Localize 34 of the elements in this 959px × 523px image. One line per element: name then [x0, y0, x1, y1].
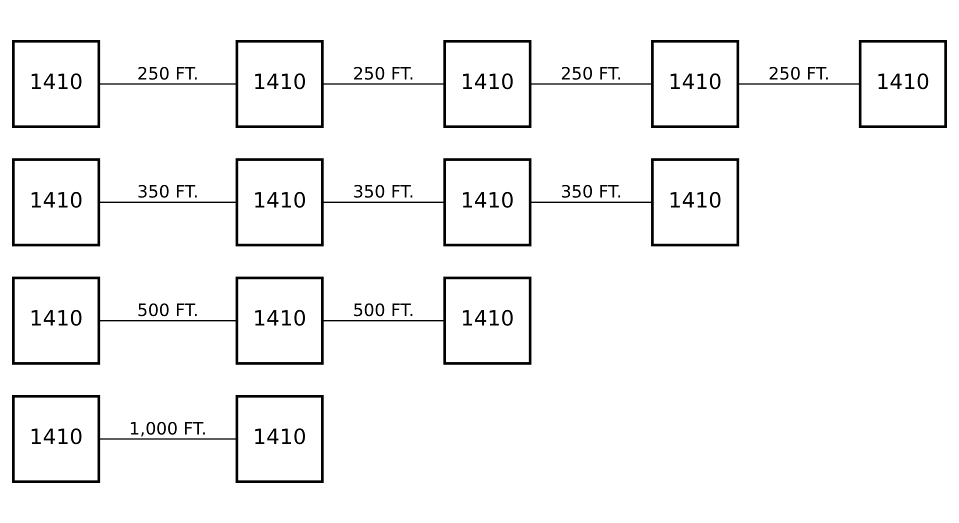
node-box: 1410: [443, 158, 532, 246]
node-box: 1410: [443, 276, 532, 365]
edge-label: 250 FT.: [768, 64, 830, 84]
connector: [98, 202, 237, 203]
edge-label: 350 FT.: [137, 182, 199, 203]
edge-label: 500 FT.: [352, 300, 414, 321]
node-box: 1410: [236, 158, 324, 246]
connector: [98, 320, 237, 322]
connector: [322, 83, 445, 85]
node-box: 1410: [12, 276, 100, 365]
edge-label: 500 FT.: [137, 300, 199, 321]
node-box: 1410: [443, 40, 532, 128]
edge-label: 1,000 FT.: [129, 419, 207, 440]
edge-label: 250 FT.: [352, 64, 414, 84]
node-box: 1410: [12, 40, 100, 128]
edge-label: 350 FT.: [560, 182, 622, 203]
connector: [322, 202, 445, 203]
edge-label: 250 FT.: [560, 64, 622, 84]
connector: [98, 438, 237, 440]
connector: [530, 202, 652, 203]
edge-label: 350 FT.: [352, 182, 414, 203]
node-box: 1410: [236, 40, 324, 128]
node-box: 1410: [12, 158, 100, 246]
node-box: 1410: [651, 40, 740, 128]
node-box: 1410: [651, 158, 740, 246]
connector: [98, 83, 237, 85]
edge-label: 250 FT.: [137, 64, 199, 84]
node-box: 1410: [12, 394, 100, 484]
connector: [738, 83, 860, 85]
connector: [530, 83, 652, 85]
node-box: 1410: [236, 394, 324, 484]
connector: [322, 320, 445, 322]
node-box: 1410: [236, 276, 324, 365]
node-box: 1410: [858, 40, 947, 128]
